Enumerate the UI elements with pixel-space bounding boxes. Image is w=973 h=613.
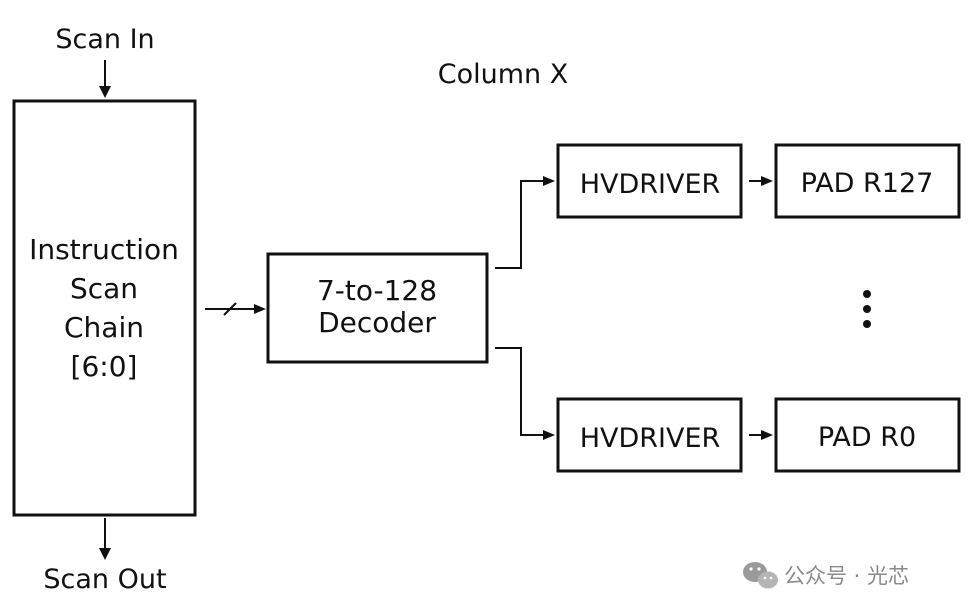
- watermark-text: 公众号 · 光芯: [784, 564, 909, 588]
- chain-label-line-1: Instruction: [29, 233, 179, 266]
- hvdriver-bottom-label: HVDRIVER: [580, 423, 721, 454]
- scan-out-arrow: [99, 518, 111, 560]
- pad-r127-label: PAD R127: [801, 168, 934, 199]
- decoder-block: 7-to-128 Decoder: [266, 252, 489, 364]
- column-label: Column X: [438, 59, 568, 90]
- wechat-logo-icon: [743, 562, 778, 589]
- decoder-label-line-1: 7-to-128: [317, 274, 437, 307]
- pad-r0-block: PAD R0: [774, 397, 961, 473]
- decoder-to-hvdriver-top-wire: [495, 176, 555, 269]
- vertical-ellipsis: [863, 290, 871, 328]
- hvdriver-top-label: HVDRIVER: [580, 169, 721, 200]
- hvdriver-to-pad-bottom-arrow: [749, 430, 773, 440]
- chain-label-line-4: [6:0]: [71, 350, 138, 383]
- pad-r0-label: PAD R0: [818, 422, 916, 453]
- hvdriver-to-pad-top-arrow: [749, 176, 773, 186]
- chain-label-line-3: Chain: [64, 311, 144, 344]
- scan-in-arrow: [99, 60, 111, 98]
- bus-arrow: [205, 302, 266, 316]
- chain-label-line-2: Scan: [70, 272, 138, 305]
- scan-in-label: Scan In: [55, 24, 154, 55]
- decoder-label-line-2: Decoder: [318, 306, 436, 339]
- hvdriver-top-block: HVDRIVER: [556, 143, 743, 219]
- decoder-to-hvdriver-bottom-wire: [495, 347, 555, 440]
- hvdriver-bottom-block: HVDRIVER: [556, 397, 743, 473]
- instruction-scan-chain-block: Instruction Scan Chain [6:0]: [12, 99, 197, 517]
- pad-r127-block: PAD R127: [774, 143, 961, 219]
- scan-out-label: Scan Out: [43, 564, 166, 595]
